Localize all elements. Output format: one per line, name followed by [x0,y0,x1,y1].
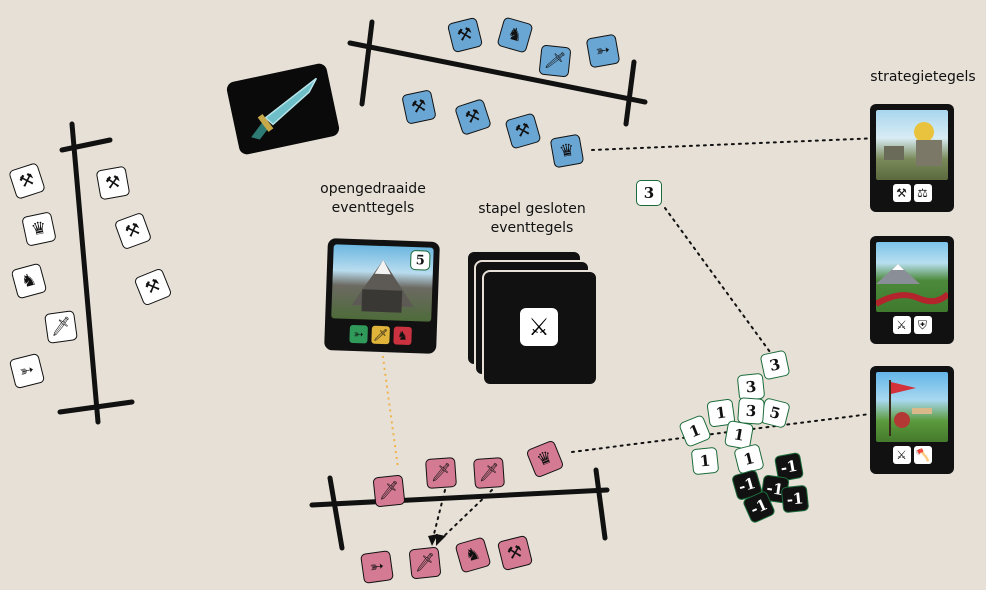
hammer-icon: ⚒ [505,540,525,565]
crown-icon: ♛ [29,217,49,240]
sword-icon: 🗡 [413,551,437,574]
left-tile-4[interactable]: 🗡 [44,310,78,344]
label-strategietegels: strategietegels [870,69,976,85]
sword-icon: 🗡 [371,325,390,345]
closed-event-stack[interactable]: ⚔ [466,250,606,390]
score-chip-3[interactable]: 3 [636,180,662,206]
sword-icon: 🗡 [377,479,401,502]
bow-icon: ➳ [368,555,386,578]
sword-icon: 🗡 [48,315,74,338]
link-crown-strategy1 [591,137,881,151]
bow-icon: ➳ [17,359,37,382]
left-board [57,121,135,425]
crossed-swords-icon: ⚔ [892,446,911,464]
hammer-icon: ⚒ [16,168,38,193]
link-chip3-pile [664,207,771,353]
shield-icon: ⛨ [913,316,932,334]
score-chip-white[interactable]: 1 [678,414,712,448]
hammer-icon: ⚒ [103,171,123,194]
crossed-swords-icon: ⚔ [892,316,911,334]
horse-icon: ♞ [462,542,483,567]
sword-icon: 🗡 [429,461,453,484]
horse-icon: ♞ [18,268,39,293]
bottom-tile-3[interactable]: 🗡 [472,456,506,490]
left-tile-6[interactable]: ⚒ [95,165,131,201]
left-tile-2[interactable]: ♛ [21,211,57,247]
bow-icon: ➳ [594,39,612,62]
bottom-tile-2[interactable]: 🗡 [424,456,458,490]
bottom-tile-5[interactable]: ➳ [360,550,394,584]
open-event-card[interactable]: 5 ➳ 🗡 ♞ [324,238,440,354]
arrow-sword-1 [432,489,446,539]
hammer-icon: ⚒ [512,118,533,143]
axe-icon: 🪓 [913,446,932,464]
bottom-tile-1[interactable]: 🗡 [372,474,406,508]
strategy-art-2 [876,242,948,312]
scales-icon: ⚖ [913,184,932,202]
hammer-icon: ⚒ [462,104,484,129]
label-open-events: opengedraaide eventtegels [320,181,426,216]
strategy-art-1 [876,110,948,180]
horse-icon: ♞ [505,22,526,47]
link-crown-strategy3 [571,413,871,453]
crown-icon: ♛ [557,139,577,162]
score-chip-white[interactable]: 1 [690,446,720,476]
arrowhead-1 [428,534,438,546]
strategy-art-3 [876,372,948,442]
hammer-icon: ⚒ [409,95,429,118]
horse-icon: ♞ [393,326,412,346]
arrow-sword-2 [439,489,493,541]
hammer-icon: ⚒ [122,218,144,243]
top-tile-3[interactable]: 🗡 [538,44,572,78]
event-art: 5 [331,244,434,322]
arrowhead-2 [436,534,446,546]
bottom-tile-6[interactable]: 🗡 [408,546,442,580]
sword-icon: 🗡 [477,461,501,484]
label-closed-stack: stapel gesloten eventtegels [478,201,586,236]
hammer-icon: ⚒ [892,184,911,202]
crossed-swords-icon: ⚔ [520,308,558,346]
score-chip-black[interactable]: -1 [780,484,810,514]
top-tile-8[interactable]: ♛ [549,133,585,169]
top-board [347,19,648,127]
score-chip-white[interactable]: 3 [737,397,765,425]
strategy-card-2[interactable]: ⚔ ⛨ [870,236,954,344]
hammer-icon: ⚒ [141,274,164,299]
stack-card-top: ⚔ [482,270,598,386]
link-card-sword [381,349,399,469]
sword-artifact-icon [251,77,318,140]
top-tile-5[interactable]: ⚒ [401,89,437,125]
bow-icon: ➳ [349,324,368,344]
event-value-chip: 5 [409,249,431,271]
hammer-icon: ⚒ [455,22,475,47]
score-pile: 3 3 5 3 1 1 1 1 1 -1 -1 -1 -1 -1 [676,346,816,525]
score-chip-white[interactable]: 3 [759,349,791,381]
top-tile-4[interactable]: ➳ [585,33,621,69]
artifact-sword-card[interactable] [225,62,341,156]
strategy-card-3[interactable]: ⚔ 🪓 [870,366,954,474]
bottom-board [309,467,610,551]
crown-icon: ♛ [533,446,556,471]
sword-icon: 🗡 [543,49,567,72]
strategy-card-1[interactable]: ⚒ ⚖ [870,104,954,212]
